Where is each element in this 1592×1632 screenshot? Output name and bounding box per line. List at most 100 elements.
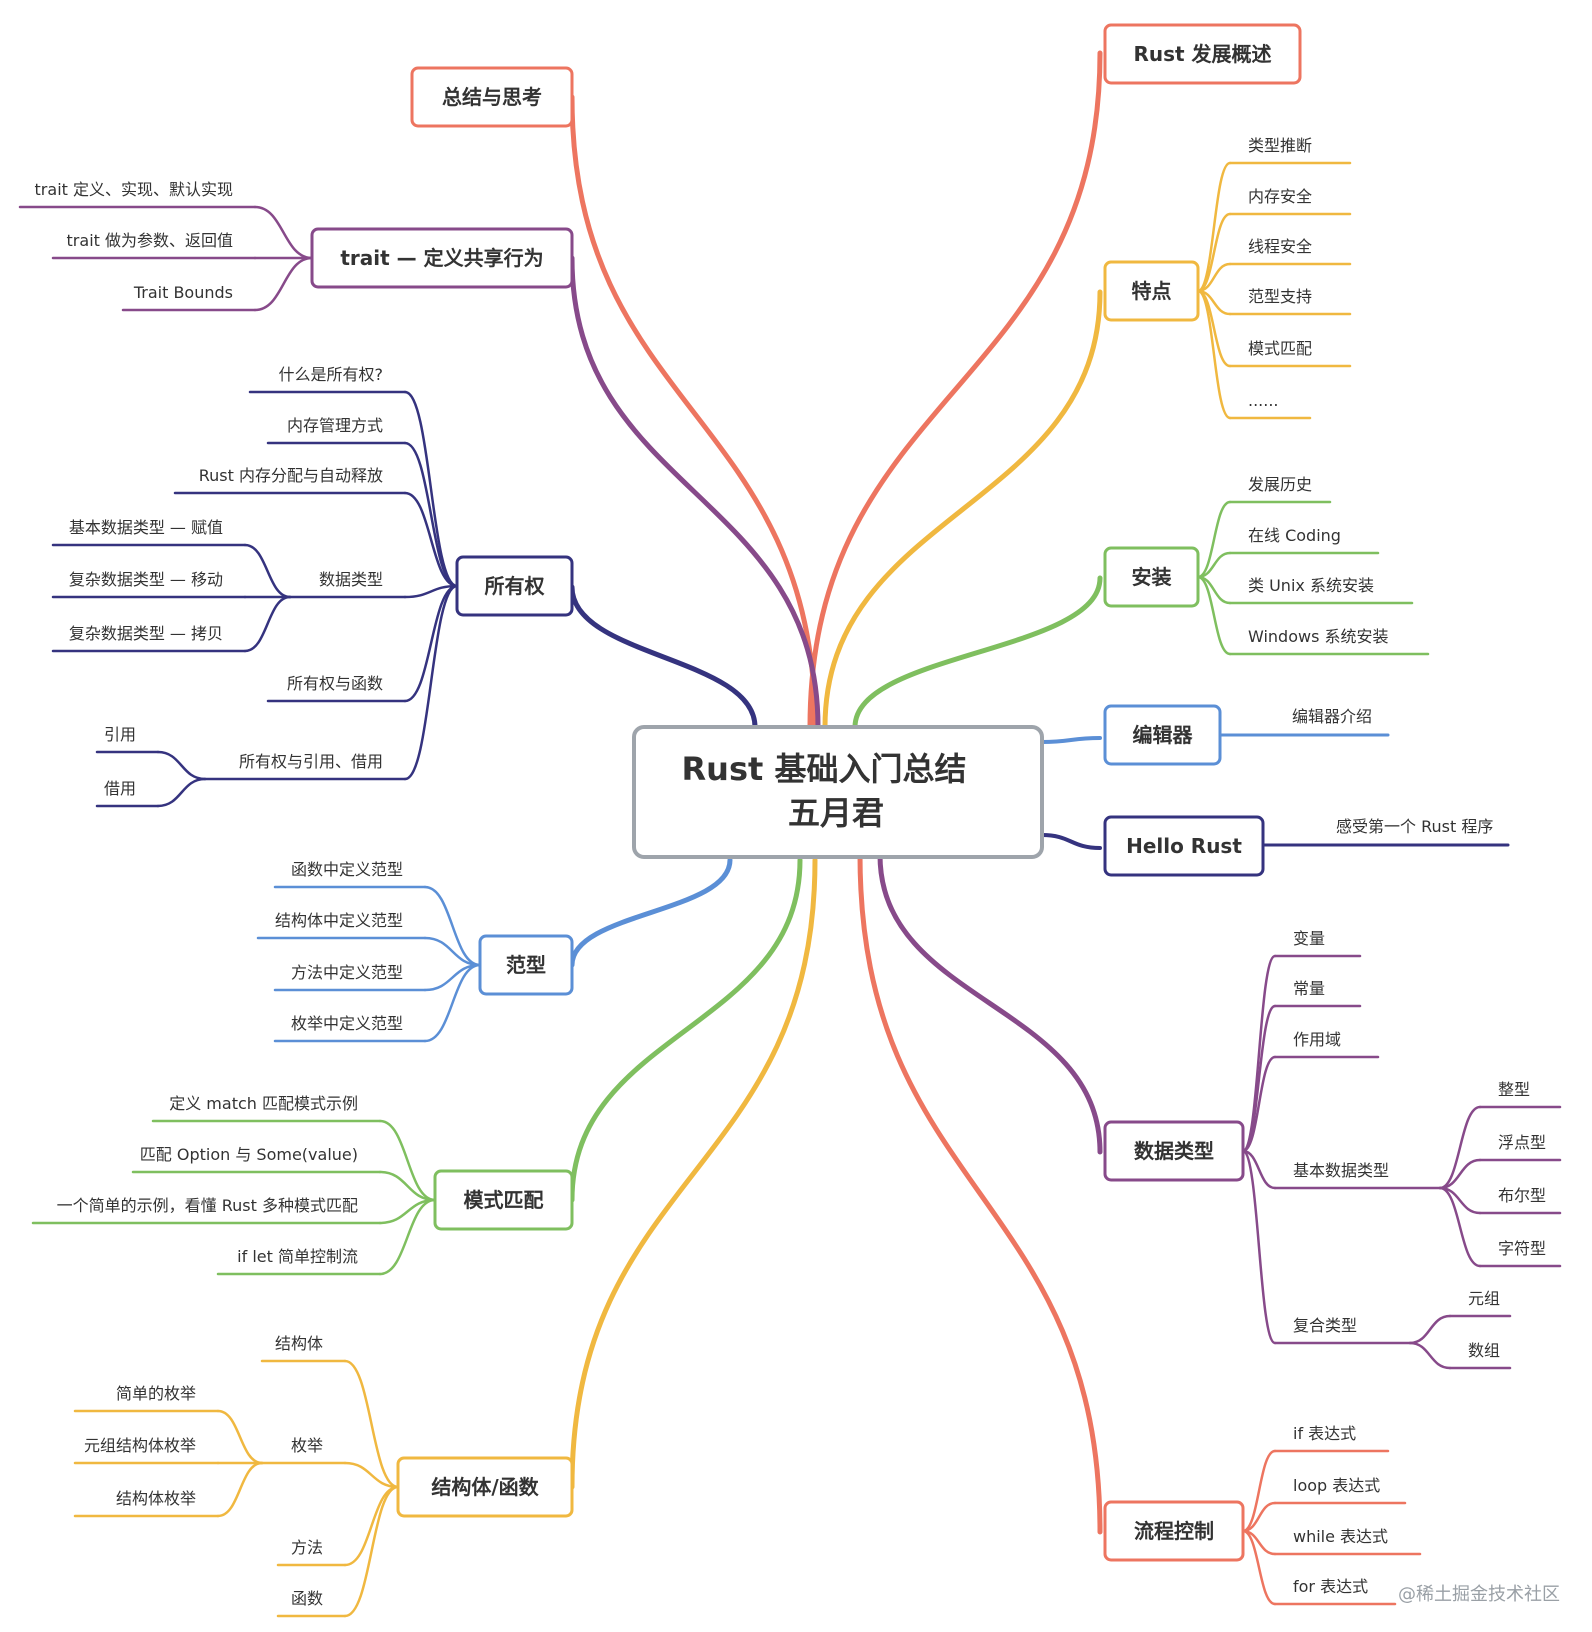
topic-struct-label: 结构体/函数 [431, 1475, 539, 1499]
features-item-item: 模式匹配 [1248, 339, 1312, 358]
datatypes-item-item: 变量 [1293, 929, 1325, 948]
trait-item-2: Trait Bounds [133, 283, 233, 302]
generics-item-0: 函数中定义范型 [291, 860, 403, 879]
flow-item-loop: loop 表达式 [1293, 1476, 1380, 1495]
install-item-unix: 类 Unix 系统安装 [1248, 576, 1374, 595]
topic-hello[interactable] [1103, 815, 1265, 877]
flow-item-for: for 表达式 [1293, 1577, 1368, 1596]
datatypes-compound-item-1: 数组 [1468, 1341, 1500, 1360]
pattern-item-1: 匹配 Option 与 Some(value) [140, 1145, 358, 1164]
datatypes-basic-item-3-link [1438, 1186, 1482, 1268]
flow-item-while: while 表达式 [1293, 1527, 1388, 1546]
topic-labels: Rust 发展概述特点类型推断内存安全线程安全范型支持模式匹配......安装发… [35, 42, 1560, 1608]
install-item-coding: 在线 Coding [1248, 526, 1341, 545]
topic-nodes [310, 23, 1302, 1562]
struct-item-function: 函数 [291, 1589, 323, 1608]
topic-struct[interactable] [396, 1456, 574, 1518]
ownership-datatype-item-1: 复杂数据类型 — 移动 [69, 570, 223, 589]
pattern-item-0-link [378, 1119, 437, 1202]
ownership-refs-item-0: 引用 [104, 725, 136, 744]
central-topic[interactable] [632, 725, 1044, 859]
topic-datatypes[interactable] [1103, 1120, 1245, 1182]
datatypes-item-item-link [1241, 1004, 1277, 1153]
topic-pattern-label: 模式匹配 [464, 1188, 544, 1212]
datatypes-basic-item-0: 整型 [1498, 1080, 1530, 1099]
branch-link-ownership [569, 584, 758, 730]
pattern-item-0: 定义 match 匹配模式示例 [169, 1094, 358, 1113]
branch-link-summary [569, 94, 818, 730]
hello-item-first-program: 感受第一个 Rust 程序 [1336, 817, 1493, 836]
features-item-item: 范型支持 [1248, 287, 1312, 306]
branch-link-datatypes [877, 852, 1103, 1155]
topic-ownership[interactable] [455, 555, 574, 617]
install-item-item: 发展历史 [1248, 475, 1312, 494]
struct-enum-item-1: 元组结构体枚举 [84, 1436, 196, 1455]
struct-enum: 枚举 [291, 1436, 323, 1455]
struct-item-method: 方法 [291, 1538, 323, 1557]
topic-editor[interactable] [1103, 704, 1222, 766]
ownership-datatype-item-2: 复杂数据类型 — 拷贝 [69, 624, 223, 643]
topic-features[interactable] [1103, 260, 1200, 322]
topic-features-label: 特点 [1132, 279, 1172, 303]
branch-link-pattern [569, 857, 803, 1203]
datatypes-basic-item-2: 布尔型 [1498, 1186, 1546, 1205]
ownership-refs: 所有权与引用、借用 [239, 752, 383, 771]
datatypes-basic-item-1: 浮点型 [1498, 1133, 1546, 1152]
pattern-item-1-link [378, 1170, 437, 1202]
topic-generics-label: 范型 [506, 953, 546, 977]
trait-item-0: trait 定义、实现、默认实现 [35, 180, 233, 199]
struct-enum-item-0: 简单的枚举 [116, 1384, 196, 1403]
features-item-item: ...... [1248, 391, 1279, 410]
branch-link-install [852, 575, 1103, 730]
topic-datatypes-label: 数据类型 [1134, 1139, 1214, 1163]
datatypes-compound-item-0-link [1408, 1314, 1452, 1345]
ownership-refs-item-0-link [156, 750, 207, 781]
ownership-item-1: 内存管理方式 [287, 416, 383, 435]
flow-item-for-link [1241, 1529, 1277, 1606]
datatypes-basic-link [1241, 1149, 1277, 1190]
generics-item-0-link [423, 885, 482, 967]
ownership-datatype-item-2-link [243, 595, 292, 653]
datatypes-basic-item-1-link [1438, 1158, 1482, 1190]
topic-summary[interactable] [410, 66, 574, 128]
topic-pattern[interactable] [433, 1169, 574, 1231]
flow-item-if: if 表达式 [1293, 1424, 1356, 1443]
pattern-item-3: if let 简单控制流 [237, 1247, 358, 1266]
ownership-item-2: Rust 内存分配与自动释放 [199, 466, 383, 485]
topic-flow[interactable] [1103, 1500, 1245, 1562]
datatypes-compound-link [1241, 1149, 1277, 1345]
ownership-item-2-link [403, 491, 459, 588]
datatypes-compound: 复合类型 [1293, 1316, 1357, 1335]
install-item-item-link [1196, 500, 1232, 579]
install-item-windows: Windows 系统安装 [1248, 627, 1389, 646]
datatypes-basic-item-3: 字符型 [1498, 1239, 1546, 1258]
datatypes-item-item-link [1241, 1055, 1277, 1153]
topic-overview-label: Rust 发展概述 [1133, 42, 1271, 66]
generics-item-3: 枚举中定义范型 [291, 1014, 403, 1033]
features-item-item-link [1196, 161, 1232, 293]
ownership-refs-item-1-link [156, 777, 207, 808]
topic-overview[interactable] [1103, 23, 1302, 85]
struct-enum-link [343, 1461, 400, 1489]
ownership-item-1-link [403, 441, 459, 588]
topic-install[interactable] [1103, 546, 1200, 608]
features-item-item-link [1196, 289, 1232, 420]
features-item-item: 类型推断 [1248, 136, 1312, 155]
install-item-windows-link [1196, 575, 1232, 656]
topic-flow-label: 流程控制 [1134, 1519, 1214, 1543]
struct-enum-item-2-link [216, 1461, 264, 1518]
topic-editor-label: 编辑器 [1133, 723, 1194, 747]
ownership-functions: 所有权与函数 [287, 674, 383, 693]
connector-lines [18, 50, 1562, 1618]
trait-item-0-link [253, 205, 314, 260]
ownership-datatype-item-0: 基本数据类型 — 赋值 [69, 518, 223, 537]
ownership-item-0: 什么是所有权? [279, 365, 384, 384]
struct-enum-item-0-link [216, 1409, 264, 1465]
trait-item-2-link [253, 256, 314, 312]
topic-trait[interactable] [310, 227, 574, 289]
ownership-refs-item-1: 借用 [104, 779, 136, 798]
editor-item-intro: 编辑器介绍 [1292, 707, 1372, 726]
topic-generics[interactable] [478, 934, 574, 996]
topic-ownership-label: 所有权 [485, 574, 546, 598]
